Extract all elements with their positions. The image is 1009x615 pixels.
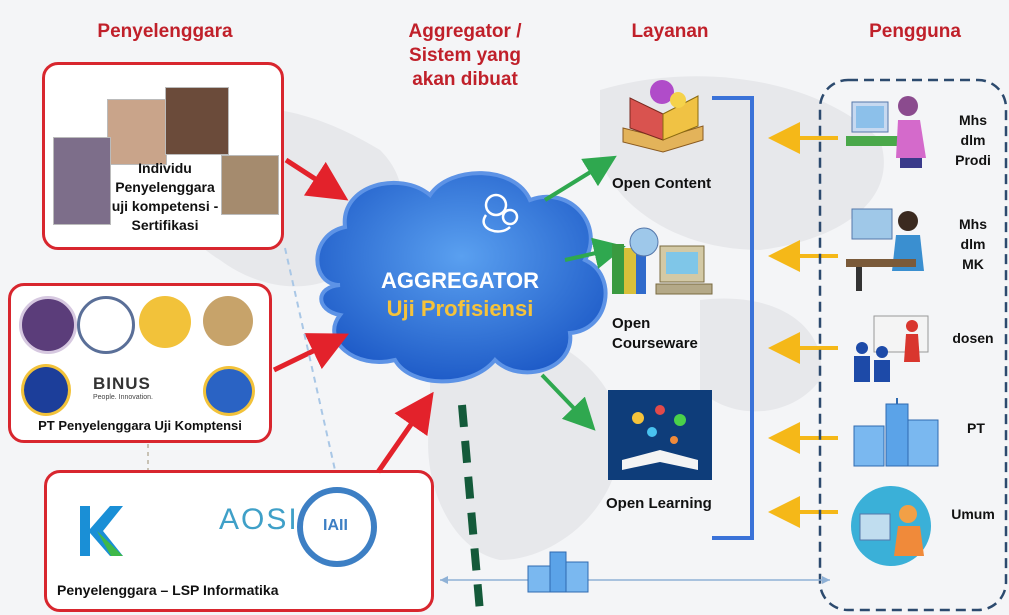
building-icon [853,398,939,467]
iaii-logo-text: IAII [323,517,348,534]
user-mhs-mk: Mhs dlm MK [959,216,987,272]
aosi-logo: AOSI [219,503,299,536]
aggregator-title: AGGREGATOR [380,268,540,293]
lsp-k-logo-icon [80,506,123,556]
pt-box: BINUS People. Innovation. PT Penyelengga… [8,283,272,443]
dashed-divider [458,404,484,613]
red-arrow [272,333,349,373]
binus-logo-text: BINUS [93,374,151,393]
header-layanan: Layanan [631,21,709,42]
user-mhs-prodi: Mhs dlm Prodi [955,112,991,168]
lsp-box: AOSI IAII Penyelenggara – LSP Informatik… [44,470,434,612]
user-pt: PT [967,420,985,436]
university-logo-icon [203,296,253,346]
person-photo-icon [221,155,279,215]
service-open-learning: Open Learning [606,495,712,512]
header-aggregator: Aggregator / Sistem yang akan dibuat [408,21,522,90]
lsp-caption: Penyelenggara – LSP Informatika [57,582,279,598]
individu-box: Individu Penyelenggara uji kompetensi - … [42,62,284,250]
university-logo-icon [139,296,191,348]
services-bracket [712,96,754,540]
binus-tagline: People. Innovation. [93,394,153,401]
red-arrow [375,391,434,474]
university-logo-icon [21,364,71,416]
aggregator-subtitle: Uji Profisiensi [386,296,534,321]
cloud-icon [315,171,608,384]
users-dashed-box [818,78,1008,612]
red-arrow [284,157,349,201]
iaii-logo-icon: IAII [297,487,377,567]
open-learning-icon [608,390,712,480]
presenter-icon [854,315,929,382]
university-logo-icon [19,296,77,354]
green-arrow [543,155,617,202]
building-icon [527,551,589,593]
user-at-computer-icon [846,208,924,291]
computer-icon [612,227,713,295]
user-dosen: dosen [952,330,994,346]
service-open-courseware: Open Courseware [612,315,698,352]
binus-logo: BINUS People. Innovation. [93,374,183,408]
user-at-computer-icon [846,96,926,168]
green-arrow [540,373,596,431]
pt-caption: PT Penyelenggara Uji Komptensi [38,418,242,433]
header-penyelenggara: Penyelenggara [97,21,233,42]
person-photo-icon [53,137,111,225]
person-photo-icon [165,87,229,155]
service-open-content: Open Content [612,175,712,192]
book-icon [622,80,704,153]
university-logo-icon [203,366,255,416]
green-arrow [564,237,626,269]
user-umum: Umum [951,506,995,522]
user-at-computer-icon [851,486,931,566]
header-pengguna: Pengguna [869,21,961,42]
university-logo-icon [77,296,135,354]
individu-caption: Individu Penyelenggara uji kompetensi - … [111,160,219,233]
